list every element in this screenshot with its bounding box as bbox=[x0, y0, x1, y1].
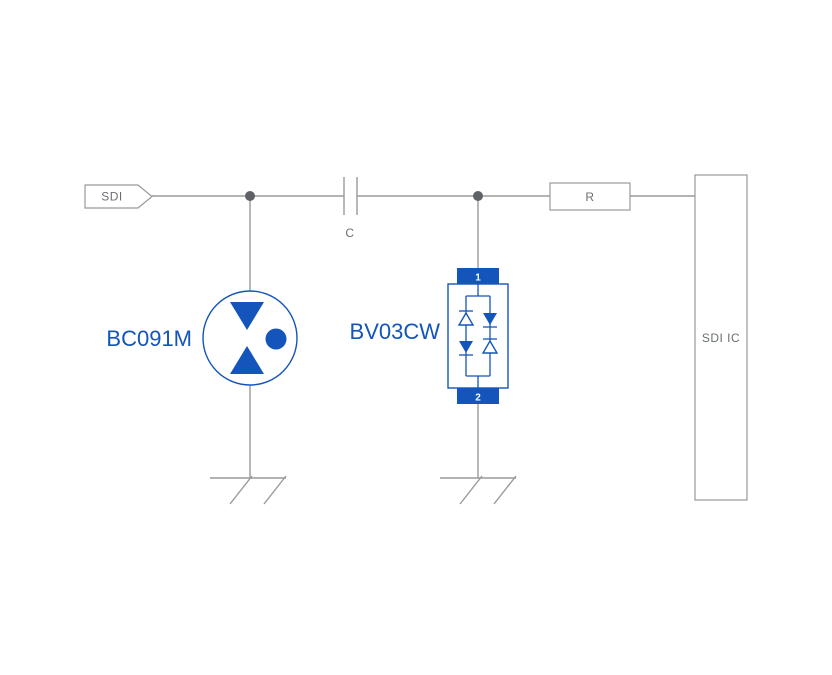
ground1-hatch-2 bbox=[263, 475, 287, 505]
resistor-symbol bbox=[549, 182, 631, 211]
resistor-label: R bbox=[585, 190, 594, 204]
diode-tl-triangle bbox=[457, 311, 475, 326]
sdi-port-label: SDI bbox=[101, 190, 123, 204]
tvs-part-label: BC091M bbox=[106, 326, 192, 351]
diode-tr-triangle bbox=[483, 313, 497, 325]
diode-array-pin2-label: 2 bbox=[475, 393, 481, 404]
tvs-triangle-up bbox=[230, 346, 264, 374]
junction-dot-1 bbox=[245, 191, 255, 201]
tvs-triangle-down bbox=[230, 302, 264, 330]
diode-array-pad-bottom bbox=[457, 388, 499, 404]
ground1-hatch-1 bbox=[229, 475, 253, 505]
diode-array-body bbox=[447, 283, 509, 389]
tvs-dot bbox=[265, 328, 287, 350]
diode-bl-triangle bbox=[459, 341, 473, 353]
ground2-hatch-1 bbox=[459, 475, 483, 505]
ground-symbol-1 bbox=[210, 475, 287, 505]
diode-br-triangle bbox=[481, 339, 499, 354]
diode-array-part-label: BV03CW bbox=[350, 319, 441, 344]
ic-label: SDI IC bbox=[702, 331, 740, 345]
capacitor-label: C bbox=[345, 226, 354, 240]
diode-array-pin1-label: 1 bbox=[475, 273, 481, 284]
diode-array-pad-top bbox=[457, 268, 499, 284]
sdi-port-symbol bbox=[84, 184, 153, 209]
ic-symbol bbox=[694, 174, 748, 501]
junction-dot-2 bbox=[473, 191, 483, 201]
ground-symbol-2 bbox=[440, 475, 517, 505]
tvs-symbol-body bbox=[202, 290, 298, 386]
ground2-hatch-2 bbox=[493, 475, 517, 505]
